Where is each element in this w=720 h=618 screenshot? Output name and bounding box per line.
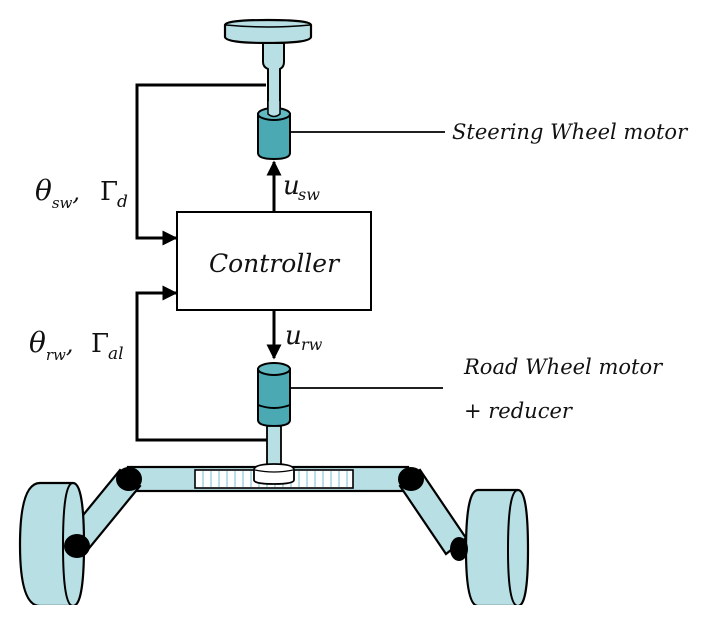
pinion	[253, 463, 295, 485]
svg-text:u: u	[285, 321, 302, 351]
rack	[126, 463, 410, 493]
road-wheel-motor[interactable]	[257, 362, 291, 428]
svg-text:θsw,: θsw,	[35, 174, 80, 212]
road-motor-callout-label-line1: Road Wheel motor	[463, 355, 664, 379]
steering-column	[262, 42, 285, 109]
right-upper-joint	[398, 467, 424, 491]
theta-sw-gamma-d-label: θsw, Γ d	[35, 174, 128, 212]
steering-motor-callout-label: Steering Wheel motor	[452, 120, 689, 144]
svg-text:θrw,: θrw,	[29, 326, 74, 364]
svg-text:Γ: Γ	[100, 177, 118, 207]
left-upper-joint	[116, 467, 142, 491]
road-motor-shaft	[266, 425, 282, 467]
svg-text:u: u	[283, 171, 300, 201]
u-sw-label: u sw	[283, 171, 320, 204]
theta-rw-gamma-al-label: θrw, Γ al	[29, 326, 124, 364]
reducer-band	[257, 404, 291, 409]
controller-label: Controller	[209, 249, 341, 278]
svg-text:rw: rw	[301, 335, 323, 354]
svg-text:Γ: Γ	[91, 329, 109, 359]
right-lower-joint	[450, 537, 468, 561]
steering-wheel-motor[interactable]	[257, 101, 291, 161]
left-lower-joint	[64, 534, 90, 558]
road-feedback-line	[135, 285, 268, 442]
controller[interactable]: Controller	[176, 211, 372, 311]
steering-feedback-line	[135, 83, 266, 246]
bottom-crop	[0, 605, 720, 618]
svg-text:d: d	[117, 192, 128, 212]
steering-wheel	[223, 18, 313, 45]
svg-text:al: al	[108, 344, 124, 364]
road-motor-callout-label-line2: + reducer	[464, 399, 574, 423]
right-road-wheel[interactable]	[464, 488, 530, 608]
u-rw-label: u rw	[285, 321, 323, 354]
svg-text:sw: sw	[298, 185, 320, 204]
